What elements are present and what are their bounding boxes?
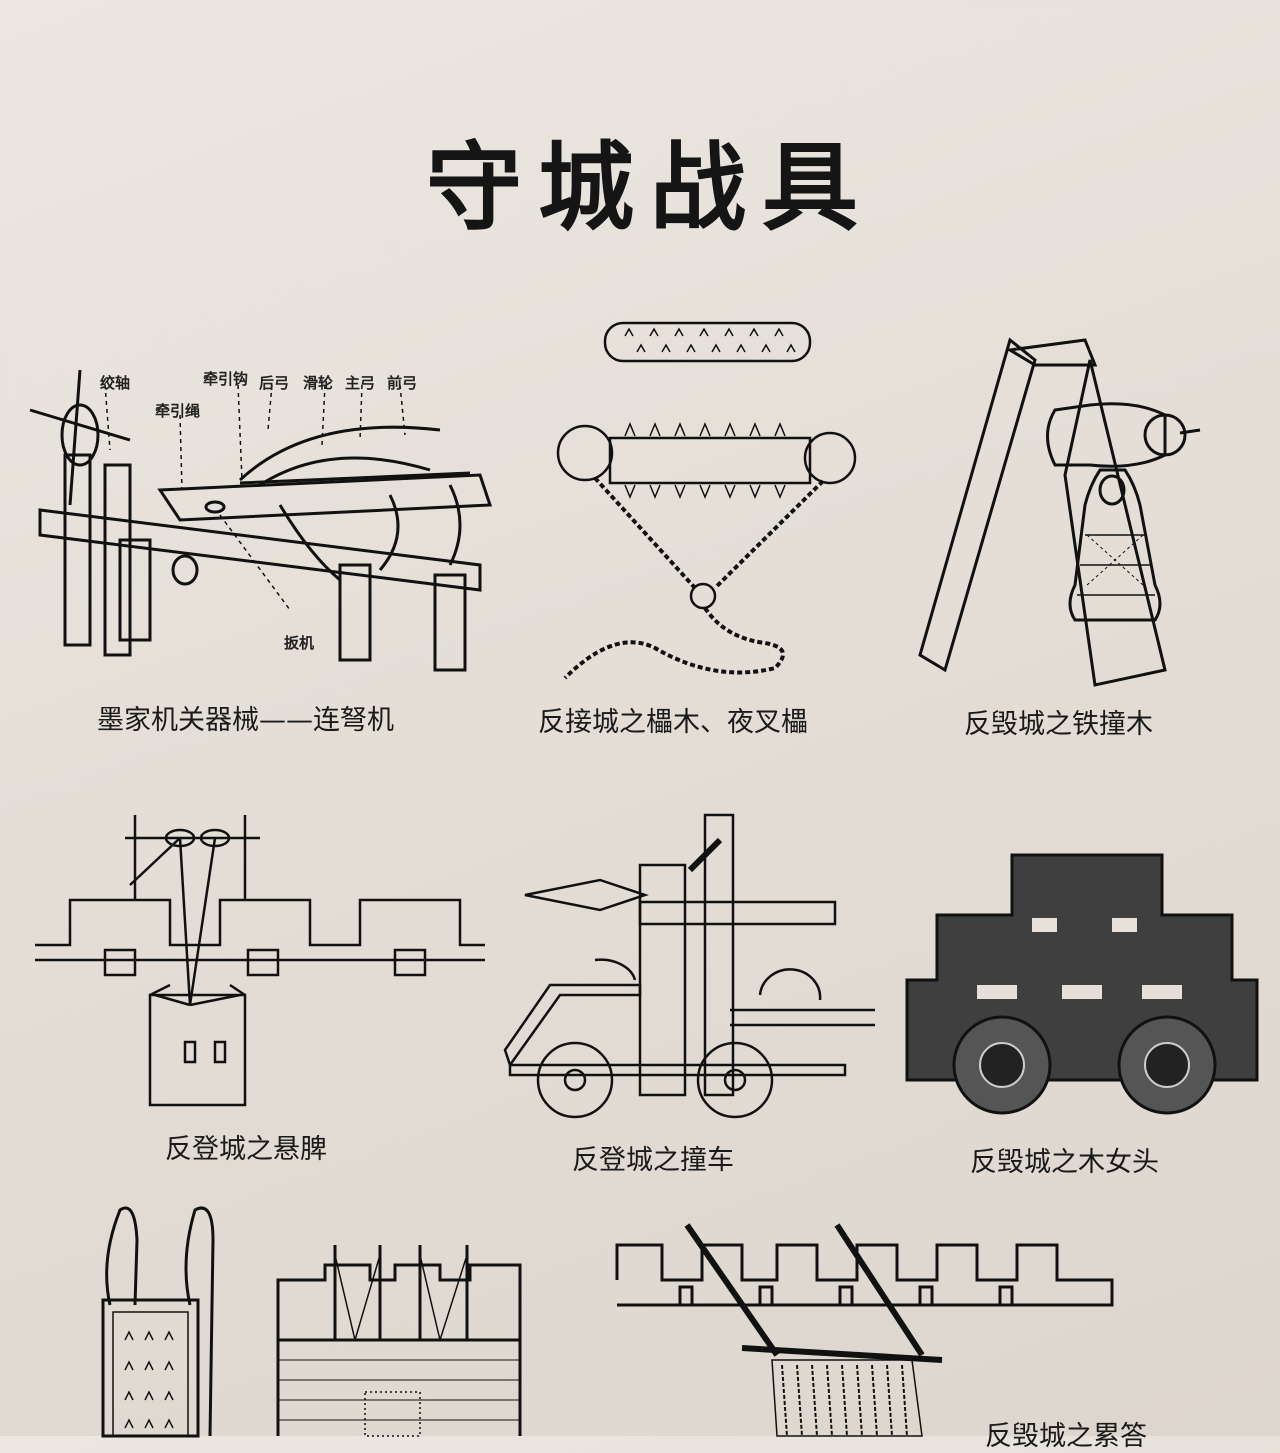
caption-suspended-curtain: 反毁城之累答: [985, 1414, 1147, 1453]
caption-wooden-parapet: 反毁城之木女头: [970, 1140, 1159, 1179]
hanging-basket-illustration: [30, 810, 490, 1115]
ramming-cart-illustration: [500, 810, 880, 1125]
page-title: 守城战具: [0, 110, 1280, 249]
part-label-winch-axle: 绞轴: [100, 372, 130, 393]
part-label-pull-hook: 牵引钩: [203, 368, 248, 389]
shield-and-wall-illustration: [95, 1200, 535, 1436]
caption-ramming-cart: 反登城之撞车: [572, 1138, 734, 1177]
part-label-pulley: 滑轮: [303, 372, 333, 393]
part-label-pull-rope: 牵引绳: [155, 400, 200, 421]
suspended-curtain-illustration: [612, 1220, 1152, 1436]
part-label-main-bow: 主弓: [345, 372, 375, 393]
spiked-log-illustration: [555, 318, 855, 688]
caption-crossbow-machine: 墨家机关器械——连弩机: [97, 698, 394, 737]
caption-hanging-basket: 反登城之悬脾: [165, 1127, 327, 1166]
part-label-rear-bow: 后弓: [259, 372, 289, 393]
part-label-trigger: 扳机: [284, 632, 314, 653]
part-label-front-bow: 前弓: [387, 372, 417, 393]
wooden-parapet-illustration: [902, 850, 1262, 1125]
iron-ram-illustration: [915, 335, 1205, 695]
caption-spiked-logs: 反接城之櫑木、夜叉櫑: [538, 700, 808, 739]
caption-iron-ram: 反毁城之铁撞木: [964, 702, 1153, 741]
crossbow-machine-illustration: [10, 355, 500, 675]
